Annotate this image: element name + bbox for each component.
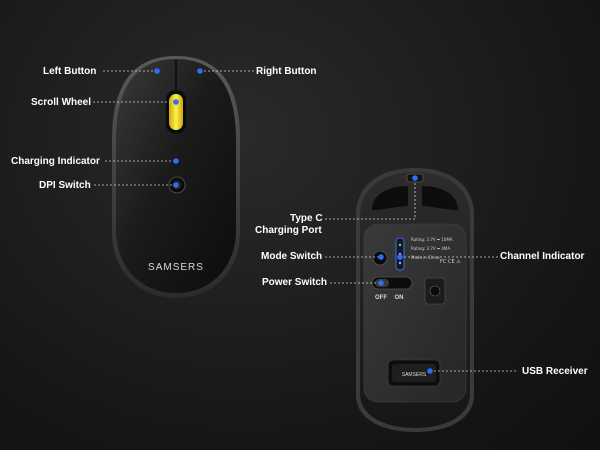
- power-switch-label: Power Switch: [262, 277, 328, 288]
- receiver-brand-text: SAMSERS: [402, 372, 427, 378]
- type-c-label-line2: Charging Port: [255, 225, 322, 236]
- channel-indicator-label: Channel Indicator: [500, 251, 585, 262]
- switch-on-label: ON: [395, 295, 404, 301]
- charging-indicator-label: Charging Indicator: [11, 156, 100, 167]
- rating-line-1: Rating: 3.7V ⎓ 10MA: [411, 237, 453, 242]
- right-button-label: Right Button: [256, 66, 317, 77]
- left-button-label: Left Button: [43, 66, 97, 77]
- top-view-mouse: SAMSERS: [112, 56, 240, 298]
- type-c-label-line1: Type C: [290, 213, 323, 224]
- brand-text: SAMSERS: [148, 262, 204, 273]
- callout-lines: [93, 70, 518, 372]
- certification-marks: FC CE ⚠: [440, 259, 461, 265]
- rating-line-3: Made in China: [411, 255, 440, 260]
- mode-switch-label: Mode Switch: [261, 251, 323, 262]
- bottom-view-mouse: Rating: 3.7V ⎓ 10MA Rating: 3.7V ⎓ 4MA M…: [356, 168, 474, 432]
- usb-receiver-label: USB Receiver: [522, 366, 588, 377]
- scroll-wheel-label: Scroll Wheel: [31, 97, 92, 108]
- rating-line-2: Rating: 3.7V ⎓ 4MA: [411, 246, 450, 251]
- scroll-wheel: [169, 94, 183, 130]
- switch-off-label: OFF: [375, 295, 387, 301]
- usb-receiver: [392, 364, 436, 382]
- callout-dots: [154, 68, 433, 374]
- dpi-switch-label: DPI Switch: [39, 180, 91, 191]
